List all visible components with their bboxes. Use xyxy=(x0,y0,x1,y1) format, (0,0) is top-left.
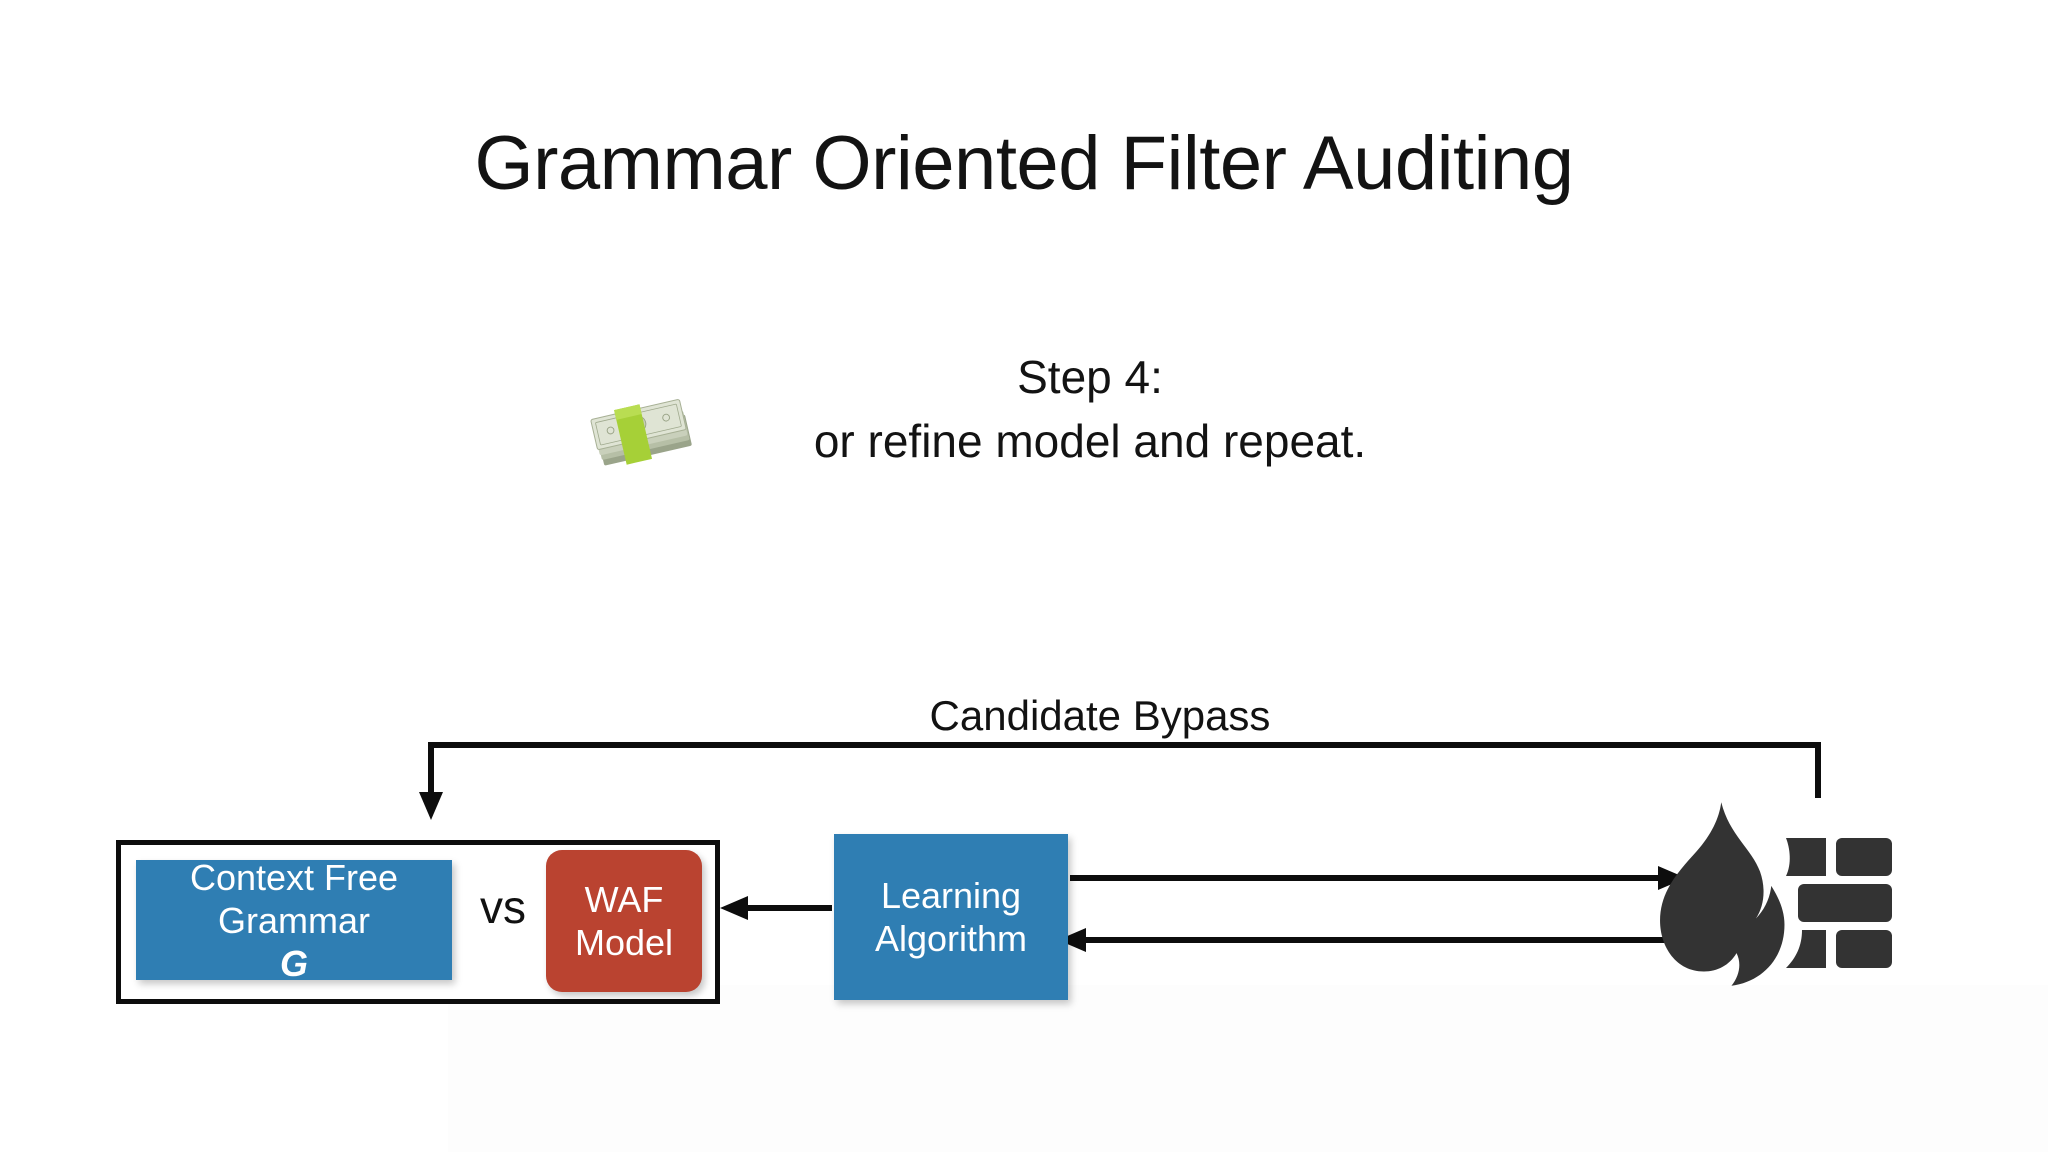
cfg-line-2-text: Grammar xyxy=(218,899,370,941)
firewall-icon xyxy=(1650,780,1895,995)
learning-algorithm-node[interactable]: Learning Algorithm xyxy=(834,834,1068,1000)
waf-model-node[interactable]: WAF Model xyxy=(546,850,702,992)
paper-tint xyxy=(448,985,2048,1152)
step-line-1: Step 4: xyxy=(1017,351,1163,403)
candidate-bypass-label: Candidate Bypass xyxy=(929,692,1271,739)
money-stack-icon xyxy=(590,390,698,476)
step-text: Step 4: or refine model and repeat. xyxy=(710,345,1470,473)
step-line-2: or refine model and repeat. xyxy=(813,415,1367,467)
cfg-line-2: Grammar G xyxy=(190,899,398,985)
page-title: Grammar Oriented Filter Auditing xyxy=(474,121,1574,206)
waf-line-1: WAF xyxy=(584,879,664,920)
vs-label: vs xyxy=(480,881,526,933)
context-free-grammar-node[interactable]: Context Free Grammar G xyxy=(136,857,452,984)
waf-line-2: Model xyxy=(574,922,674,963)
cfg-line-1: Context Free xyxy=(189,856,399,898)
grammar-symbol: G xyxy=(279,942,308,984)
step-block: Step 4: or refine model and repeat. xyxy=(590,345,1470,467)
learning-line-2: Algorithm xyxy=(874,918,1028,959)
learning-line-1: Learning xyxy=(880,875,1022,916)
candidate-bypass-edge xyxy=(419,742,1821,820)
